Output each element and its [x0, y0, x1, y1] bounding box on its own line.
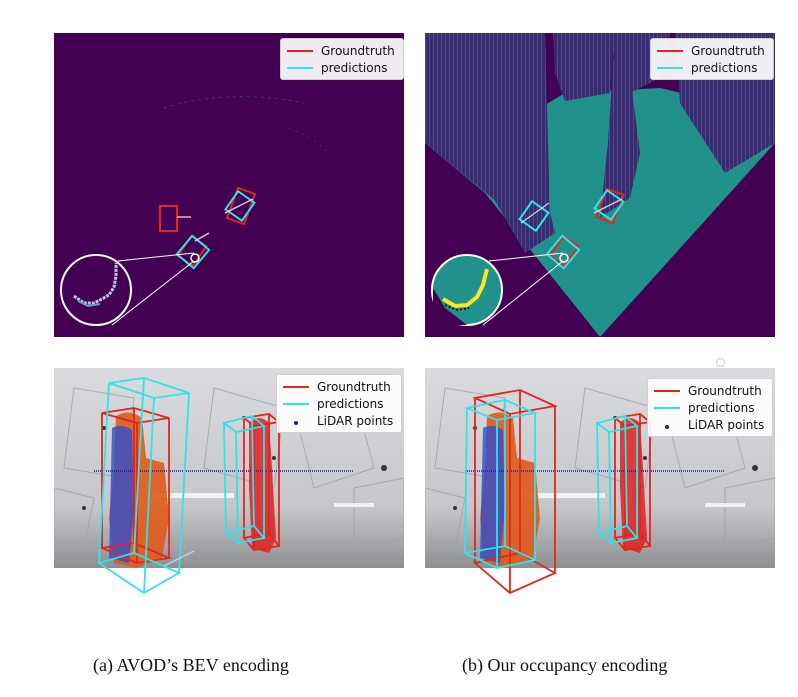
legend-item-predictions: predictions [654, 399, 764, 416]
legend-panel-b: Groundtruth predictions [650, 38, 774, 80]
legend-item-predictions: predictions [657, 59, 765, 76]
legend-item-groundtruth: Groundtruth [654, 382, 764, 399]
camera-view-panel-b [425, 368, 775, 600]
legend-item-predictions: predictions [283, 395, 393, 412]
caption-b: (b) Our occupancy encoding [462, 655, 668, 675]
bev-panel-a [54, 33, 404, 337]
legend-panel-d: Groundtruth predictions LiDAR points [647, 378, 774, 437]
legend-panel-c: Groundtruth predictions LiDAR points [276, 374, 403, 433]
legend-item-groundtruth: Groundtruth [287, 42, 395, 59]
legend-item-predictions: predictions [287, 59, 395, 76]
legend-item-groundtruth: Groundtruth [283, 378, 393, 395]
faint-circle-marker [716, 358, 725, 367]
legend-item-lidar-points: LiDAR points [283, 412, 393, 429]
legend-item-lidar-points: LiDAR points [654, 416, 764, 433]
legend-item-groundtruth: Groundtruth [657, 42, 765, 59]
legend-panel-a: Groundtruth predictions [280, 38, 404, 80]
caption-a: (a) AVOD’s BEV encoding [93, 655, 289, 675]
